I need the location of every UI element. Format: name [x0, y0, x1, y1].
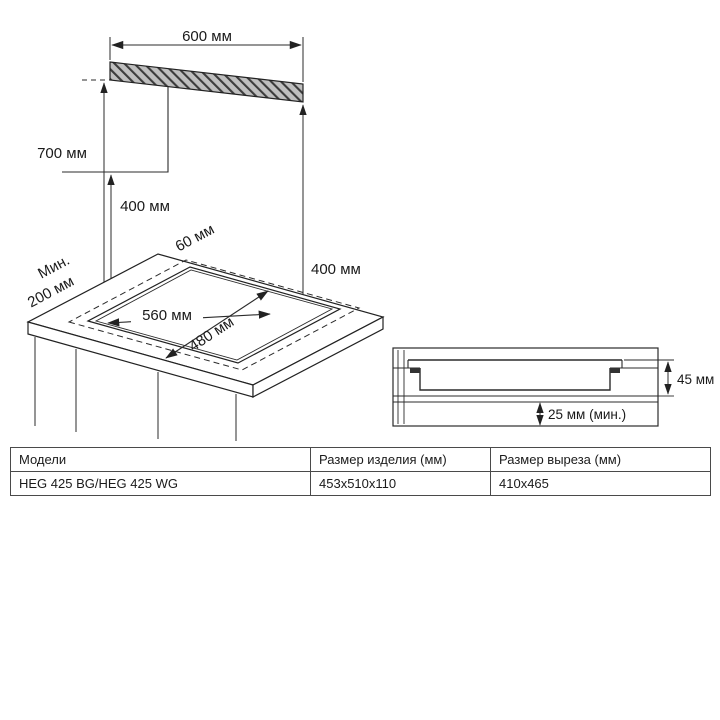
detail-frame [392, 347, 659, 427]
wall-cabinet-outline [62, 87, 169, 173]
hob-pan-profile [419, 368, 611, 391]
countertop-side-edge [252, 316, 384, 398]
label-hood-height: 700 мм [37, 145, 87, 162]
label-hood-width: 600 мм [182, 28, 232, 45]
label-cabinet-right: 400 мм [311, 261, 361, 278]
label-min-clearance: 25 мм (мин.) [548, 407, 626, 422]
header-cutout-size: Размер выреза (мм) [490, 447, 711, 472]
label-cabinet-left: 400 мм [120, 198, 170, 215]
cooker-hood-strip [109, 61, 304, 103]
label-back-edge-gap: 60 мм [173, 221, 218, 255]
label-cutout-width: 560 мм [142, 307, 192, 324]
main-view [26, 37, 385, 441]
fixing-clamp [610, 368, 620, 373]
cell-model: HEG 425 BG/HEG 425 WG [10, 471, 311, 496]
hob-body-outline [67, 259, 361, 371]
dimension-line-cutout-depth [165, 290, 269, 359]
cell-product-size: 453x510x110 [310, 471, 491, 496]
cell-cutout-size: 410x465 [490, 471, 711, 496]
header-models: Модели [10, 447, 311, 472]
fixing-clamp [410, 368, 420, 373]
table-row: HEG 425 BG/HEG 425 WG 453x510x110 410x46… [10, 471, 711, 496]
installation-diagram: 600 мм 700 мм 400 мм 400 мм 60 мм Мин. 2… [25, 28, 714, 441]
header-product-size: Размер изделия (мм) [310, 447, 491, 472]
side-section-view [392, 347, 674, 427]
table-header-row: Модели Размер изделия (мм) Размер выреза… [10, 447, 711, 472]
label-recess-depth: 45 мм [677, 372, 714, 387]
spec-table: Модели Размер изделия (мм) Размер выреза… [10, 447, 711, 496]
